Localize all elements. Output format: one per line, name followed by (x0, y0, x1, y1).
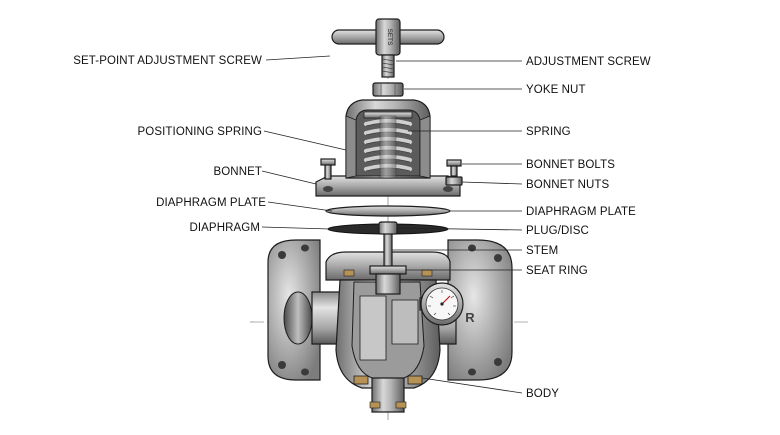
label-positioning-spring: POSITIONING SPRING (138, 126, 262, 138)
set-point-adjustment-screw: SETS (331, 18, 445, 56)
diaphragm-plate (325, 205, 451, 217)
label-bonnet-bolts: BONNET BOLTS (526, 159, 615, 171)
bonnet-nuts (445, 176, 463, 186)
adjustment-screw (381, 54, 395, 78)
label-yoke-nut: YOKE NUT (526, 84, 586, 96)
label-diaphragm-plate-right: DIAPHRAGM PLATE (526, 206, 636, 218)
yoke-nut (372, 82, 404, 97)
pressure-gauge (419, 282, 464, 326)
label-stem: STEM (526, 245, 558, 257)
label-plug-disc: PLUG/DISC (526, 225, 589, 237)
leader-lines (261, 55, 523, 394)
label-spring: SPRING (526, 126, 571, 138)
plug-disc (378, 221, 398, 235)
label-set-point-adjustment-screw: SET-POINT ADJUSTMENT SCREW (73, 55, 262, 67)
label-bonnet-nuts: BONNET NUTS (526, 179, 610, 191)
label-body: BODY (526, 388, 559, 400)
label-diaphragm: DIAPHRAGM (189, 222, 260, 234)
handle-marking: SETS (386, 29, 393, 47)
label-seat-ring: SEAT RING (526, 265, 588, 277)
label-diaphragm-plate-left: DIAPHRAGM PLATE (156, 197, 266, 209)
gauge-marking: R (465, 310, 475, 325)
valve-body (267, 239, 513, 413)
label-adjustment-screw: ADJUSTMENT SCREW (526, 56, 651, 68)
bonnet-bolts (320, 158, 462, 180)
spring (363, 111, 413, 179)
label-bonnet: BONNET (213, 166, 262, 178)
